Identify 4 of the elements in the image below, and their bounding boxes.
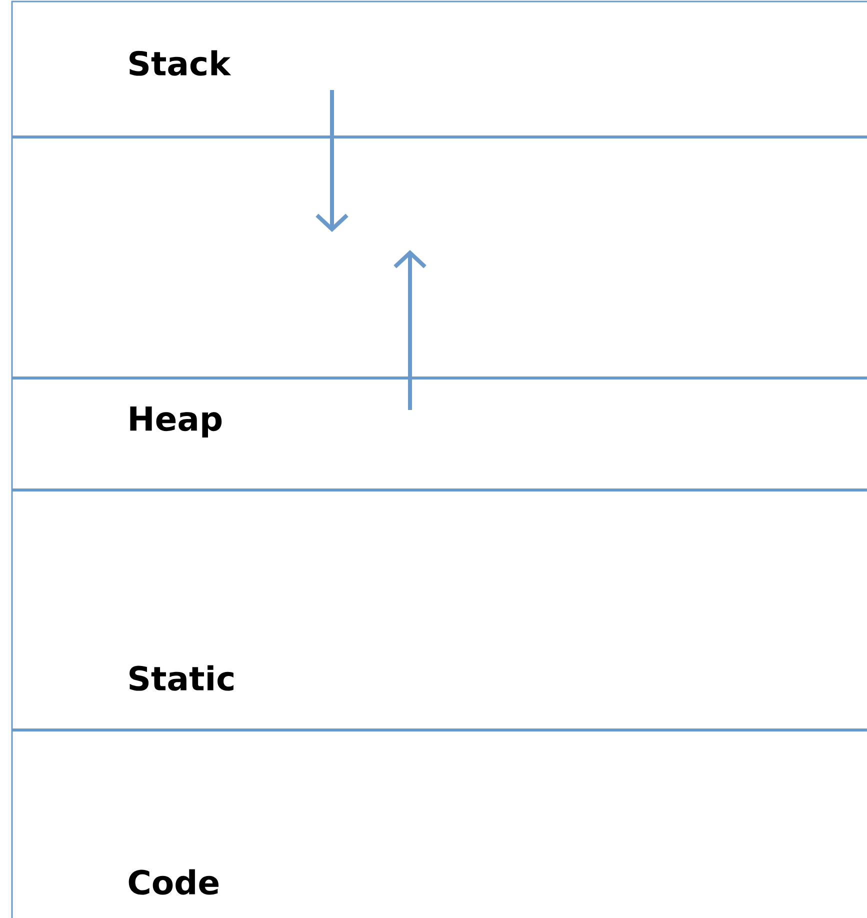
- segment-label: Stack: [130, 50, 232, 76]
- segment-label: Heap: [130, 406, 222, 438]
- segment-label: Static: [130, 665, 234, 691]
- segment-label: Code: [128, 869, 218, 895]
